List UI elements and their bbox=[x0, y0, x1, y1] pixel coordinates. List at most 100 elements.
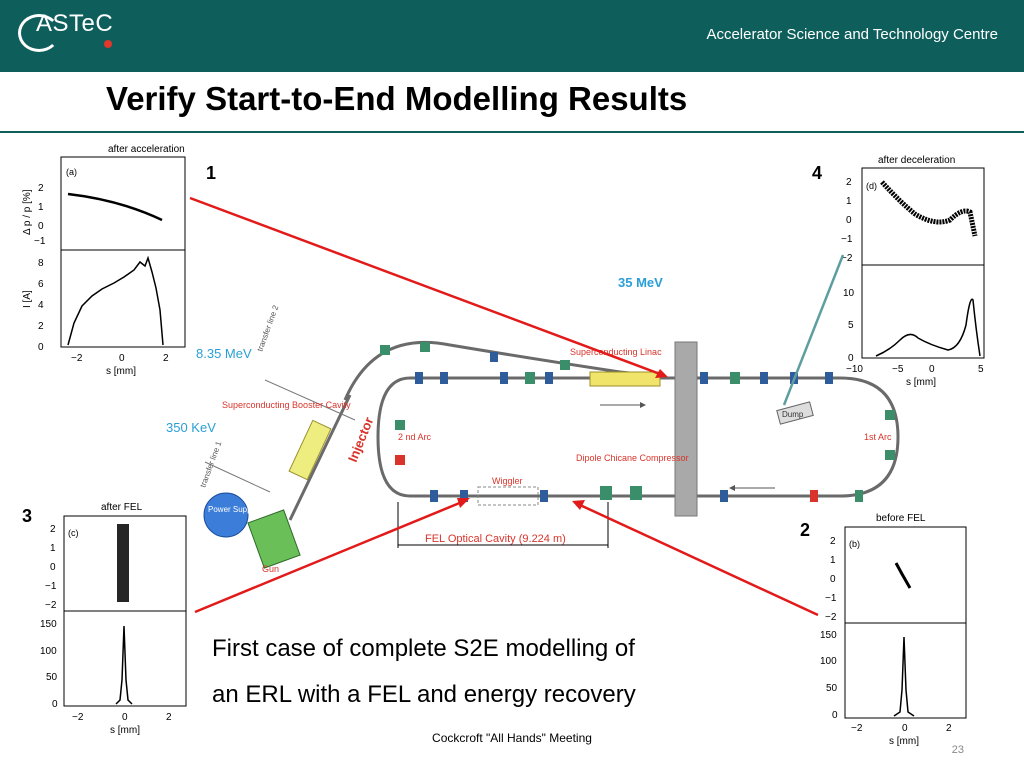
plot-b-bottom-frame bbox=[844, 622, 967, 719]
plot-a-ytick-bottom: 2 bbox=[38, 321, 44, 332]
plot-a-xtick: 0 bbox=[119, 353, 125, 364]
slide-title: Verify Start-to-End Modelling Results bbox=[106, 80, 688, 117]
transfer-guide-2 bbox=[264, 379, 356, 421]
plot-d-ytick-bottom: 10 bbox=[843, 288, 855, 299]
plot-d-xtick: −5 bbox=[892, 364, 904, 375]
caption-line-2: an ERL with a FEL and energy recovery bbox=[212, 681, 636, 708]
plot-d-ytick-top: 2 bbox=[846, 177, 852, 188]
transfer-guide-1 bbox=[204, 461, 271, 493]
plot-c-ytick-top: −2 bbox=[45, 600, 57, 611]
linac-module bbox=[589, 371, 661, 387]
plot-c-current-curve bbox=[115, 625, 133, 705]
plot-a-bottom-frame bbox=[60, 249, 186, 348]
plot-b-ytick-bottom: 150 bbox=[820, 630, 837, 641]
gun-assembly bbox=[247, 509, 301, 569]
footer-text: Cockcroft "All Hands" Meeting bbox=[432, 731, 592, 745]
plot-c-title: after FEL bbox=[101, 502, 143, 513]
plot-a-title: after acceleration bbox=[108, 144, 185, 155]
plot-b-phase-scatter bbox=[894, 562, 912, 589]
plot-c-ytick-bottom: 150 bbox=[40, 619, 57, 630]
plot-c-ytick-top: 0 bbox=[50, 562, 56, 573]
plot-b-ytick-bottom: 50 bbox=[826, 683, 838, 694]
layout-background bbox=[190, 272, 905, 576]
shielding-wall bbox=[674, 341, 698, 517]
plot-d-bottom-frame bbox=[861, 264, 985, 359]
beamline-loop bbox=[376, 376, 900, 498]
dump-label: Dump bbox=[782, 410, 804, 419]
plot-b-ytick-top: 2 bbox=[830, 536, 836, 547]
injection-line bbox=[343, 340, 661, 401]
callout-arrows bbox=[189, 196, 845, 617]
marker-3: 3 bbox=[22, 506, 32, 526]
plot-d: after deceleration (d) 2 1 0 −1 −2 10 5 … bbox=[841, 155, 985, 388]
arrow-4-to-dump bbox=[782, 254, 845, 406]
linac-label: Superconducting Linac bbox=[570, 347, 662, 357]
energy-label-350kev: 350 KeV bbox=[166, 420, 216, 435]
plot-c-ytick-bottom: 100 bbox=[40, 646, 57, 657]
marker-1: 1 bbox=[206, 163, 216, 183]
booster-label: Superconducting Booster Cavity bbox=[222, 400, 351, 410]
plot-d-current-curve bbox=[875, 298, 981, 357]
plot-b-ytick-bottom: 0 bbox=[832, 710, 838, 721]
plot-c-ytick-top: −1 bbox=[45, 581, 57, 592]
arrow-2-head bbox=[572, 500, 585, 510]
plot-d-title: after deceleration bbox=[878, 155, 955, 166]
flow-arrowhead-lower bbox=[729, 485, 735, 491]
plot-c-ytick-bottom: 0 bbox=[52, 699, 58, 710]
plot-a-ytick-top: −1 bbox=[34, 236, 46, 247]
arc1-label: 1st Arc bbox=[864, 432, 892, 442]
plot-d-ytick-top: −2 bbox=[841, 253, 853, 264]
plot-d-ytick-top: 0 bbox=[846, 215, 852, 226]
chicane-label: Dipole Chicane Compressor bbox=[576, 453, 689, 463]
marker-4: 4 bbox=[812, 163, 822, 183]
plot-a-ytick-top: 2 bbox=[38, 183, 44, 194]
arrow-1-head bbox=[655, 369, 668, 378]
plot-c-phase-scatter bbox=[117, 524, 129, 602]
plot-c-ytick-bottom: 50 bbox=[46, 672, 58, 683]
logo-ring-icon bbox=[18, 14, 60, 52]
plot-a-ytick-bottom: 0 bbox=[38, 342, 44, 353]
plot-a-ytick-bottom: 6 bbox=[38, 279, 44, 290]
plot-b-ytick-top: −1 bbox=[825, 593, 837, 604]
plot-a-xtick: 2 bbox=[163, 353, 169, 364]
plot-b-ytick-top: 1 bbox=[830, 555, 836, 566]
plot-a-xlabel: s [mm] bbox=[106, 366, 136, 377]
plot-d-xtick: −10 bbox=[846, 364, 863, 375]
cavity-length-label: FEL Optical Cavity (9.224 m) bbox=[425, 533, 566, 545]
gun-label: Gun bbox=[262, 564, 279, 574]
plot-a-xtick: −2 bbox=[71, 353, 83, 364]
plot-a-bottom-ylabel: I [A] bbox=[22, 290, 33, 308]
plot-d-phase-scatter bbox=[880, 180, 978, 237]
plot-b-xtick: −2 bbox=[851, 723, 863, 734]
plot-d-xlabel: s [mm] bbox=[906, 377, 936, 388]
plot-a-current-curve bbox=[67, 255, 164, 346]
logo-dot-icon bbox=[104, 40, 112, 48]
injector-beamline bbox=[288, 394, 352, 521]
accelerator-layout-diagram: 35 MeV 8.35 MeV 350 KeV Injector Superco… bbox=[166, 272, 905, 576]
plot-d-xtick: 0 bbox=[929, 364, 935, 375]
arc2-label: 2 nd Arc bbox=[398, 432, 432, 442]
caption: First case of complete S2E modelling of … bbox=[212, 626, 822, 718]
plot-a-ytick-bottom: 8 bbox=[38, 258, 44, 269]
plot-b-ytick-bottom: 100 bbox=[820, 656, 837, 667]
logo: ASTeC bbox=[36, 10, 114, 37]
arrow-2-to-chicane bbox=[579, 503, 819, 617]
plot-a-top-frame bbox=[60, 156, 186, 251]
plot-c-ytick-top: 1 bbox=[50, 543, 56, 554]
plot-c-xtick: 2 bbox=[166, 712, 172, 723]
plot-b-xlabel: s [mm] bbox=[889, 736, 919, 747]
plot-c-xlabel: s [mm] bbox=[110, 725, 140, 736]
plot-d-ytick-top: 1 bbox=[846, 196, 852, 207]
page-number: 23 bbox=[951, 744, 964, 756]
plot-b-current-curve bbox=[893, 636, 915, 717]
power-supply-icon bbox=[203, 492, 249, 538]
plot-b-panel-tag: (b) bbox=[849, 539, 860, 549]
energy-label-835mev: 8.35 MeV bbox=[196, 346, 252, 361]
plot-b-ytick-top: 0 bbox=[830, 574, 836, 585]
marker-2: 2 bbox=[800, 520, 810, 540]
magnet-elements bbox=[380, 342, 895, 502]
plot-d-ytick-bottom: 0 bbox=[848, 353, 854, 364]
plot-a-phase-curve bbox=[67, 192, 163, 222]
plot-c-xtick: 0 bbox=[122, 712, 128, 723]
